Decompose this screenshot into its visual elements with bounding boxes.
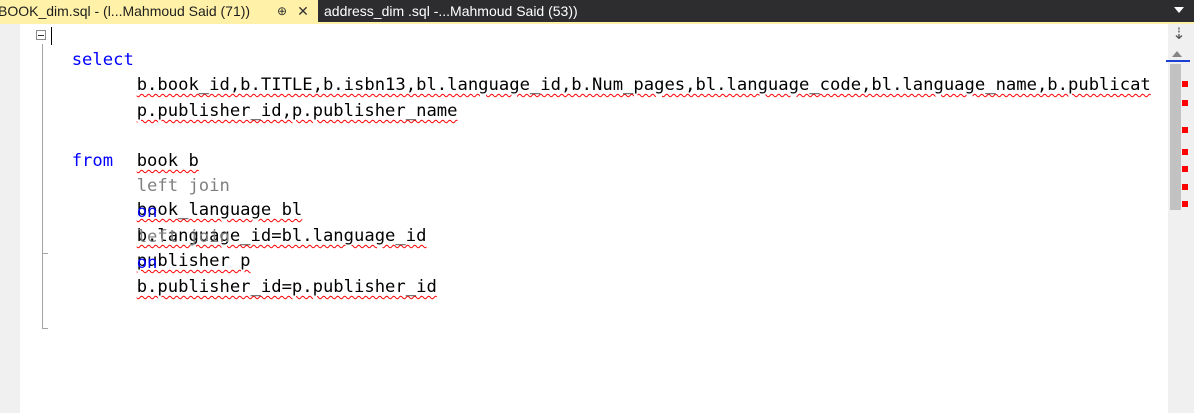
tab-title: address_dim .sql -...Mahmoud Said (53)) [324, 3, 578, 19]
pin-icon[interactable]: ⊕ [276, 4, 288, 18]
code-line-7[interactable]: on b.language_id=bl.language_id [116, 176, 427, 246]
error-marker[interactable] [1182, 184, 1188, 190]
document-tab-strip: BOOK_dim.sql - (l...Mahmoud Said (71)) ⊕… [0, 0, 1194, 24]
join-table: publisher p [136, 251, 251, 271]
error-marker[interactable] [1182, 201, 1188, 207]
error-marker[interactable] [1182, 149, 1188, 155]
column-list: b.book_id,b.TITLE,b.isbn13,bl.language_i… [136, 75, 1151, 95]
outline-fold-tick [42, 253, 48, 254]
split-window-icon[interactable]: ⇣ [1168, 24, 1190, 44]
join-condition: b.language_id=bl.language_id [136, 226, 427, 246]
keyword-on: on [136, 253, 158, 273]
tab-title: BOOK_dim.sql - (l...Mahmoud Said (71)) [0, 3, 251, 19]
code-line-2[interactable]: b.book_id,b.TITLE,b.isbn13,bl.language_i… [116, 49, 1151, 95]
table-reference: book b [136, 151, 199, 171]
keyword-left-join: left join [136, 227, 230, 247]
scroll-up-arrow-icon[interactable] [1172, 51, 1182, 57]
error-marker[interactable] [1182, 100, 1188, 106]
code-line-8[interactable]: left join publisher p [116, 201, 251, 271]
tab-address-dim-sql[interactable]: address_dim .sql -...Mahmoud Said (53)) [318, 0, 618, 22]
text-caret [51, 27, 52, 45]
error-marker[interactable] [1182, 166, 1188, 172]
close-icon[interactable]: ✕ [297, 3, 309, 19]
caret-position-marker [1166, 60, 1190, 62]
code-line-5[interactable]: from [51, 125, 113, 171]
error-marker[interactable] [1182, 81, 1188, 87]
code-line-3[interactable]: p.publisher_id,p.publisher_name [116, 75, 458, 121]
code-line-6[interactable]: left join book_language bl [116, 150, 303, 220]
outline-fold-end-tick [42, 328, 48, 329]
join-condition: b.publisher_id=p.publisher_id [136, 277, 437, 297]
tab-overflow-chevron-down-icon[interactable] [1174, 7, 1184, 13]
sql-editor[interactable] [0, 24, 1168, 413]
tab-book-dim-sql[interactable]: BOOK_dim.sql - (l...Mahmoud Said (71)) ⊕… [0, 0, 318, 22]
editor-left-margin [0, 24, 20, 413]
keyword-select: select [71, 50, 134, 70]
keyword-on: on [136, 202, 158, 222]
code-line-5-table[interactable]: book b [116, 125, 199, 171]
outline-fold-line [42, 44, 43, 329]
collapse-region-icon[interactable] [36, 30, 46, 40]
keyword-left-join: left join [136, 176, 230, 196]
column-list-continued: p.publisher_id,p.publisher_name [136, 101, 458, 121]
code-line-9[interactable]: on b.publisher_id=p.publisher_id [116, 227, 437, 297]
keyword-from: from [71, 151, 114, 171]
join-table: book_language bl [136, 200, 303, 220]
code-line-1[interactable]: select [51, 24, 134, 70]
scrollbar-thumb[interactable] [1170, 64, 1181, 210]
error-marker[interactable] [1182, 127, 1188, 133]
